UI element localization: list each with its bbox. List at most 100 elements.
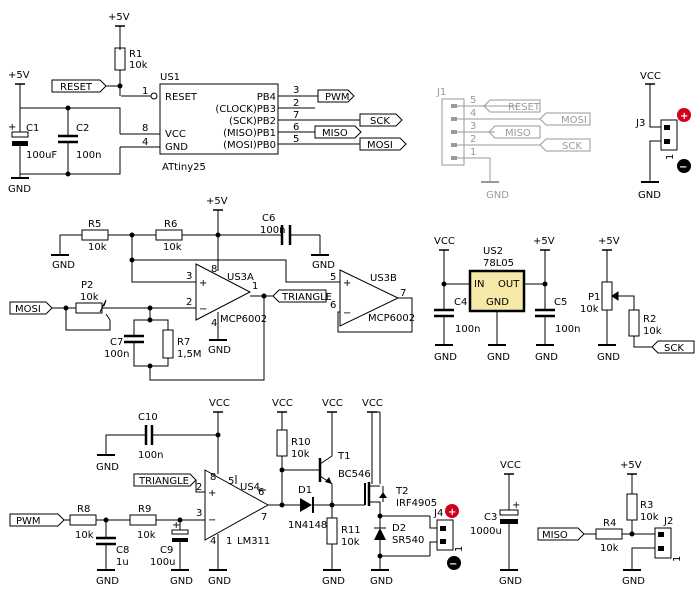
us1-reset-inversion-bubble (150, 92, 158, 100)
j3-body (660, 119, 678, 151)
us1-pin-num-8: 8 (142, 123, 148, 134)
r3-value: 10k (640, 512, 659, 523)
net-label-sck-p1-text: SCK (664, 343, 684, 354)
r5-value: 10k (88, 242, 107, 253)
net-label-sck-p1 (651, 340, 695, 354)
us4-pin-3: 3 (196, 508, 202, 519)
supply-label: VCC (322, 398, 343, 409)
r9-body (129, 514, 157, 526)
polarity-minus-badge (677, 159, 691, 173)
t2-part: IRF4905 (396, 498, 437, 509)
us3a-plus: + (199, 278, 207, 289)
net-label-pwm-input-text: PWM (16, 516, 41, 527)
us1-pin-name-pb0: (MOSI)PB0 (223, 140, 276, 151)
c6-ref: C6 (262, 213, 275, 224)
j1-signal-mosi: MOSI (561, 115, 587, 126)
gnd-label: GND (597, 352, 620, 363)
j2-block: +5V R3 10k MISO R4 10k J2 1 GND (537, 460, 683, 587)
r2-value: 10k (643, 326, 662, 337)
c5-value: 100n (555, 324, 580, 335)
us1-pin-name-pb3: (CLOCK)PB3 (215, 104, 276, 115)
gnd-label: GND (535, 352, 558, 363)
j4-body (436, 519, 454, 551)
polarity-plus-badge (677, 108, 691, 122)
net-label-sck-text: SCK (370, 116, 390, 127)
net-label-pwm-input (9, 513, 65, 527)
r7-ref: R7 (177, 337, 190, 348)
d1-ref: D1 (298, 485, 312, 496)
polarity-plus-text: + (680, 111, 688, 122)
us1-pin-num-3: 3 (293, 85, 299, 96)
c8-value: 1u (116, 557, 129, 568)
gnd-label: GND (208, 345, 231, 356)
net-label-sck (359, 113, 403, 127)
c1-polarity: + (8, 122, 16, 133)
gnd-label: GND (96, 576, 119, 587)
c10-value: 100n (138, 450, 163, 461)
c1-plate-negative (12, 141, 28, 146)
us1-pin-num-4: 4 (142, 137, 148, 148)
c3-ref: C3 (484, 512, 497, 523)
us3b-pin-5: 5 (330, 272, 336, 283)
j3-ref: J3 (635, 118, 645, 129)
c3-plate-positive (499, 509, 519, 516)
supply-label: VCC (209, 398, 230, 409)
us1-pin-name-pb2: (SCK)PB2 (229, 116, 276, 127)
supply-label: +5V (533, 236, 555, 247)
c9-value: 100u (150, 557, 175, 568)
gnd-label: GND (96, 462, 119, 473)
r4-body (595, 528, 623, 540)
us1-part: ATtiny25 (162, 162, 206, 173)
us1-pin-num-6: 6 (293, 122, 299, 133)
r3-ref: R3 (640, 500, 653, 511)
j1-pin-num-2: 2 (470, 134, 476, 145)
net-label-miso-input-text: MISO (542, 530, 568, 541)
net-label-reset-text: RESET (60, 82, 93, 93)
gnd-label: GND (312, 260, 335, 271)
us3b-plus: + (343, 278, 351, 289)
c9-polarity: + (172, 520, 180, 531)
p1-block: +5V GND P1 10k R2 10k SCK (580, 236, 695, 363)
supply-label: VCC (362, 398, 383, 409)
us2-pin-out: OUT (498, 279, 520, 290)
polarity-minus-text: − (679, 162, 687, 173)
r1-value: 10k (129, 60, 148, 71)
d1-part: 1N4148 (288, 520, 327, 531)
supply-label: VCC (272, 398, 293, 409)
net-label-triangle-input-text: TRIANGLE (138, 476, 189, 487)
us2-part: 78L05 (483, 258, 514, 269)
us3a-minus: − (199, 304, 207, 315)
r8-value: 10k (75, 530, 94, 541)
polarity-minus-badge (447, 556, 461, 570)
c1-value: 100uF (26, 150, 57, 161)
us1-pin-name-pb4: PB4 (257, 92, 276, 103)
net-label-pwm-text: PWM (325, 92, 350, 103)
j1-pin-num-5: 5 (470, 95, 476, 106)
c2-ref: C2 (76, 123, 89, 134)
r5-ref: R5 (88, 219, 101, 230)
c9-ref: C9 (160, 545, 173, 556)
supply-label: VCC (434, 236, 455, 247)
us4-pin-2: 2 (196, 482, 202, 493)
supply-label: VCC (500, 460, 521, 471)
r9-ref: R9 (138, 504, 151, 515)
c3-value: 1000u (470, 526, 502, 537)
us1-pin-num-7: 7 (293, 110, 299, 121)
c6-value: 100n (260, 225, 285, 236)
us2-pin-gnd: GND (486, 297, 509, 308)
j2-pin-1: 1 (672, 556, 683, 562)
j1-signal-miso: MISO (505, 128, 531, 139)
gnd-label: GND (208, 576, 231, 587)
p1-body (601, 281, 613, 311)
us1-block: US1 ATtiny25 RESET VCC GND 1 8 4 PB4 (CL… (8, 12, 407, 195)
r7-body (162, 329, 174, 359)
r7-value: 1,5M (177, 349, 202, 360)
t1-part: BC546 (338, 469, 371, 480)
triangle-generator: GND R5 10k R6 10k +5V C6 100n GND US3A M… (9, 196, 415, 381)
comparator-block: VCC C10 100n GND TRIANGLE US4 LM311 + − … (9, 398, 465, 587)
net-label-mosi-input (9, 301, 53, 315)
r10-ref: R10 (291, 437, 311, 448)
r3-body (626, 493, 638, 521)
net-label-miso (314, 125, 362, 139)
us2-pin-in: IN (474, 279, 484, 290)
